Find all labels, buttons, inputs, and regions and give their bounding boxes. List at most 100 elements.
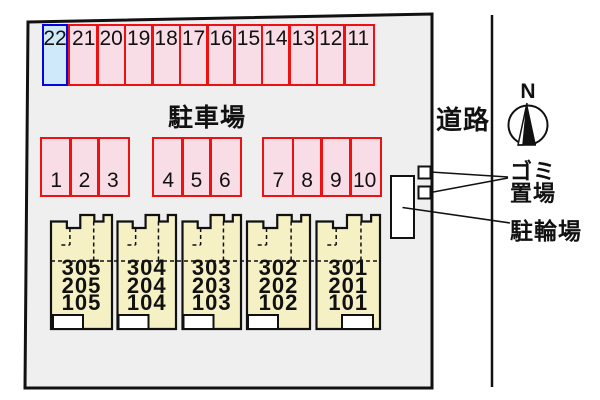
parking-space-7: 7 — [264, 139, 293, 195]
space-divider — [69, 139, 72, 195]
parking-space-number: 7 — [272, 169, 285, 192]
garbage-box-2 — [417, 185, 432, 200]
unit-number: 305 — [61, 255, 102, 280]
parking-space-number: 5 — [190, 169, 203, 192]
parking-space-number: 13 — [291, 27, 316, 50]
parking-space-number: 17 — [181, 27, 206, 50]
parking-space-22: 22 — [42, 24, 68, 86]
parking-space-1: 1 — [42, 139, 70, 195]
unit-number: 102 — [258, 290, 299, 315]
unit-number: 103 — [191, 290, 232, 315]
parking-space-19: 19 — [125, 26, 152, 84]
unit-number: 104 — [126, 290, 167, 315]
parking-space-17: 17 — [180, 26, 207, 84]
parking-space-15: 15 — [235, 26, 262, 84]
parking-space-9: 9 — [322, 139, 351, 195]
space-divider — [123, 26, 127, 84]
parking-space-20: 20 — [97, 26, 124, 84]
unit-entrance — [182, 314, 215, 330]
parking-space-number: 22 — [43, 27, 67, 50]
space-divider — [96, 26, 99, 84]
space-divider — [181, 139, 184, 195]
road-label: 道路 — [435, 105, 490, 135]
parking-space-number: 18 — [154, 27, 178, 50]
unit-number: 204 — [126, 272, 167, 298]
space-divider — [320, 139, 323, 195]
unit-number: 205 — [61, 272, 102, 298]
parking-space-6: 6 — [211, 139, 239, 195]
unit-number: 301 — [328, 255, 369, 280]
unit-number: 105 — [61, 290, 102, 315]
parking-space-number: 15 — [236, 27, 261, 50]
unit-number: 203 — [191, 272, 232, 298]
parking-space-number: 20 — [99, 27, 123, 50]
parking-space-number: 6 — [218, 169, 231, 192]
parking-space-number: 19 — [126, 27, 151, 50]
space-divider — [97, 139, 100, 195]
parking-space-12: 12 — [317, 26, 344, 84]
parking-space-21: 21 — [70, 26, 97, 84]
unit-entrance — [52, 314, 84, 330]
parking-space-number: 21 — [72, 27, 96, 50]
unit-entrance — [247, 314, 279, 330]
space-divider — [260, 26, 264, 84]
unit-number: 302 — [258, 255, 299, 280]
space-divider — [151, 26, 154, 84]
parking-space-number: 3 — [106, 169, 119, 192]
leader-line-garbage-2 — [430, 177, 509, 194]
garbage-box-1 — [417, 165, 432, 180]
parking-space-number: 11 — [347, 27, 370, 50]
building — [49, 213, 382, 331]
unit-number: 303 — [191, 255, 232, 280]
parking-space-2: 2 — [70, 139, 98, 195]
compass-north-label: N — [520, 80, 536, 103]
building-unit-column — [245, 213, 312, 331]
parking-space-13: 13 — [290, 26, 317, 84]
space-divider — [315, 26, 319, 84]
garbage-area-label: ゴミ 置場 — [510, 161, 556, 204]
space-divider — [343, 26, 346, 84]
parking-space-18: 18 — [152, 26, 179, 84]
parking-space-number: 16 — [209, 27, 233, 50]
parking-space-number: 1 — [50, 169, 62, 192]
parking-space-5: 5 — [182, 139, 210, 195]
unit-number: 304 — [126, 255, 167, 280]
leader-line-bicycle — [402, 206, 511, 224]
parking-space-14: 14 — [262, 26, 289, 84]
space-divider — [288, 26, 291, 84]
parking-space-16: 16 — [207, 26, 234, 84]
unit-number: 201 — [328, 272, 369, 298]
building-unit-column — [49, 213, 114, 331]
parking-space-number: 4 — [162, 169, 174, 192]
unit-number: 202 — [258, 272, 299, 298]
building-unit-column — [315, 213, 382, 331]
parking-space-10: 10 — [350, 139, 379, 195]
bicycle-parking-label: 駐輪場 — [510, 218, 582, 244]
compass-icon — [507, 102, 549, 146]
space-divider — [206, 26, 209, 84]
space-divider — [349, 139, 352, 195]
building-unit-column — [116, 213, 178, 331]
parking-space-number: 2 — [78, 169, 91, 192]
bicycle-parking-area — [390, 175, 415, 239]
space-divider — [291, 139, 294, 195]
parking-space-11: 11 — [345, 26, 372, 84]
parking-lot-label: 駐車場 — [167, 104, 246, 132]
leader-line-garbage-1 — [430, 171, 509, 178]
parking-space-3: 3 — [99, 139, 127, 195]
parking-space-number: 8 — [301, 169, 313, 192]
garbage-area-label-line1: ゴミ — [510, 159, 557, 184]
parking-space-8: 8 — [293, 139, 322, 195]
parking-space-number: 14 — [264, 27, 288, 50]
parking-space-4: 4 — [154, 139, 182, 195]
